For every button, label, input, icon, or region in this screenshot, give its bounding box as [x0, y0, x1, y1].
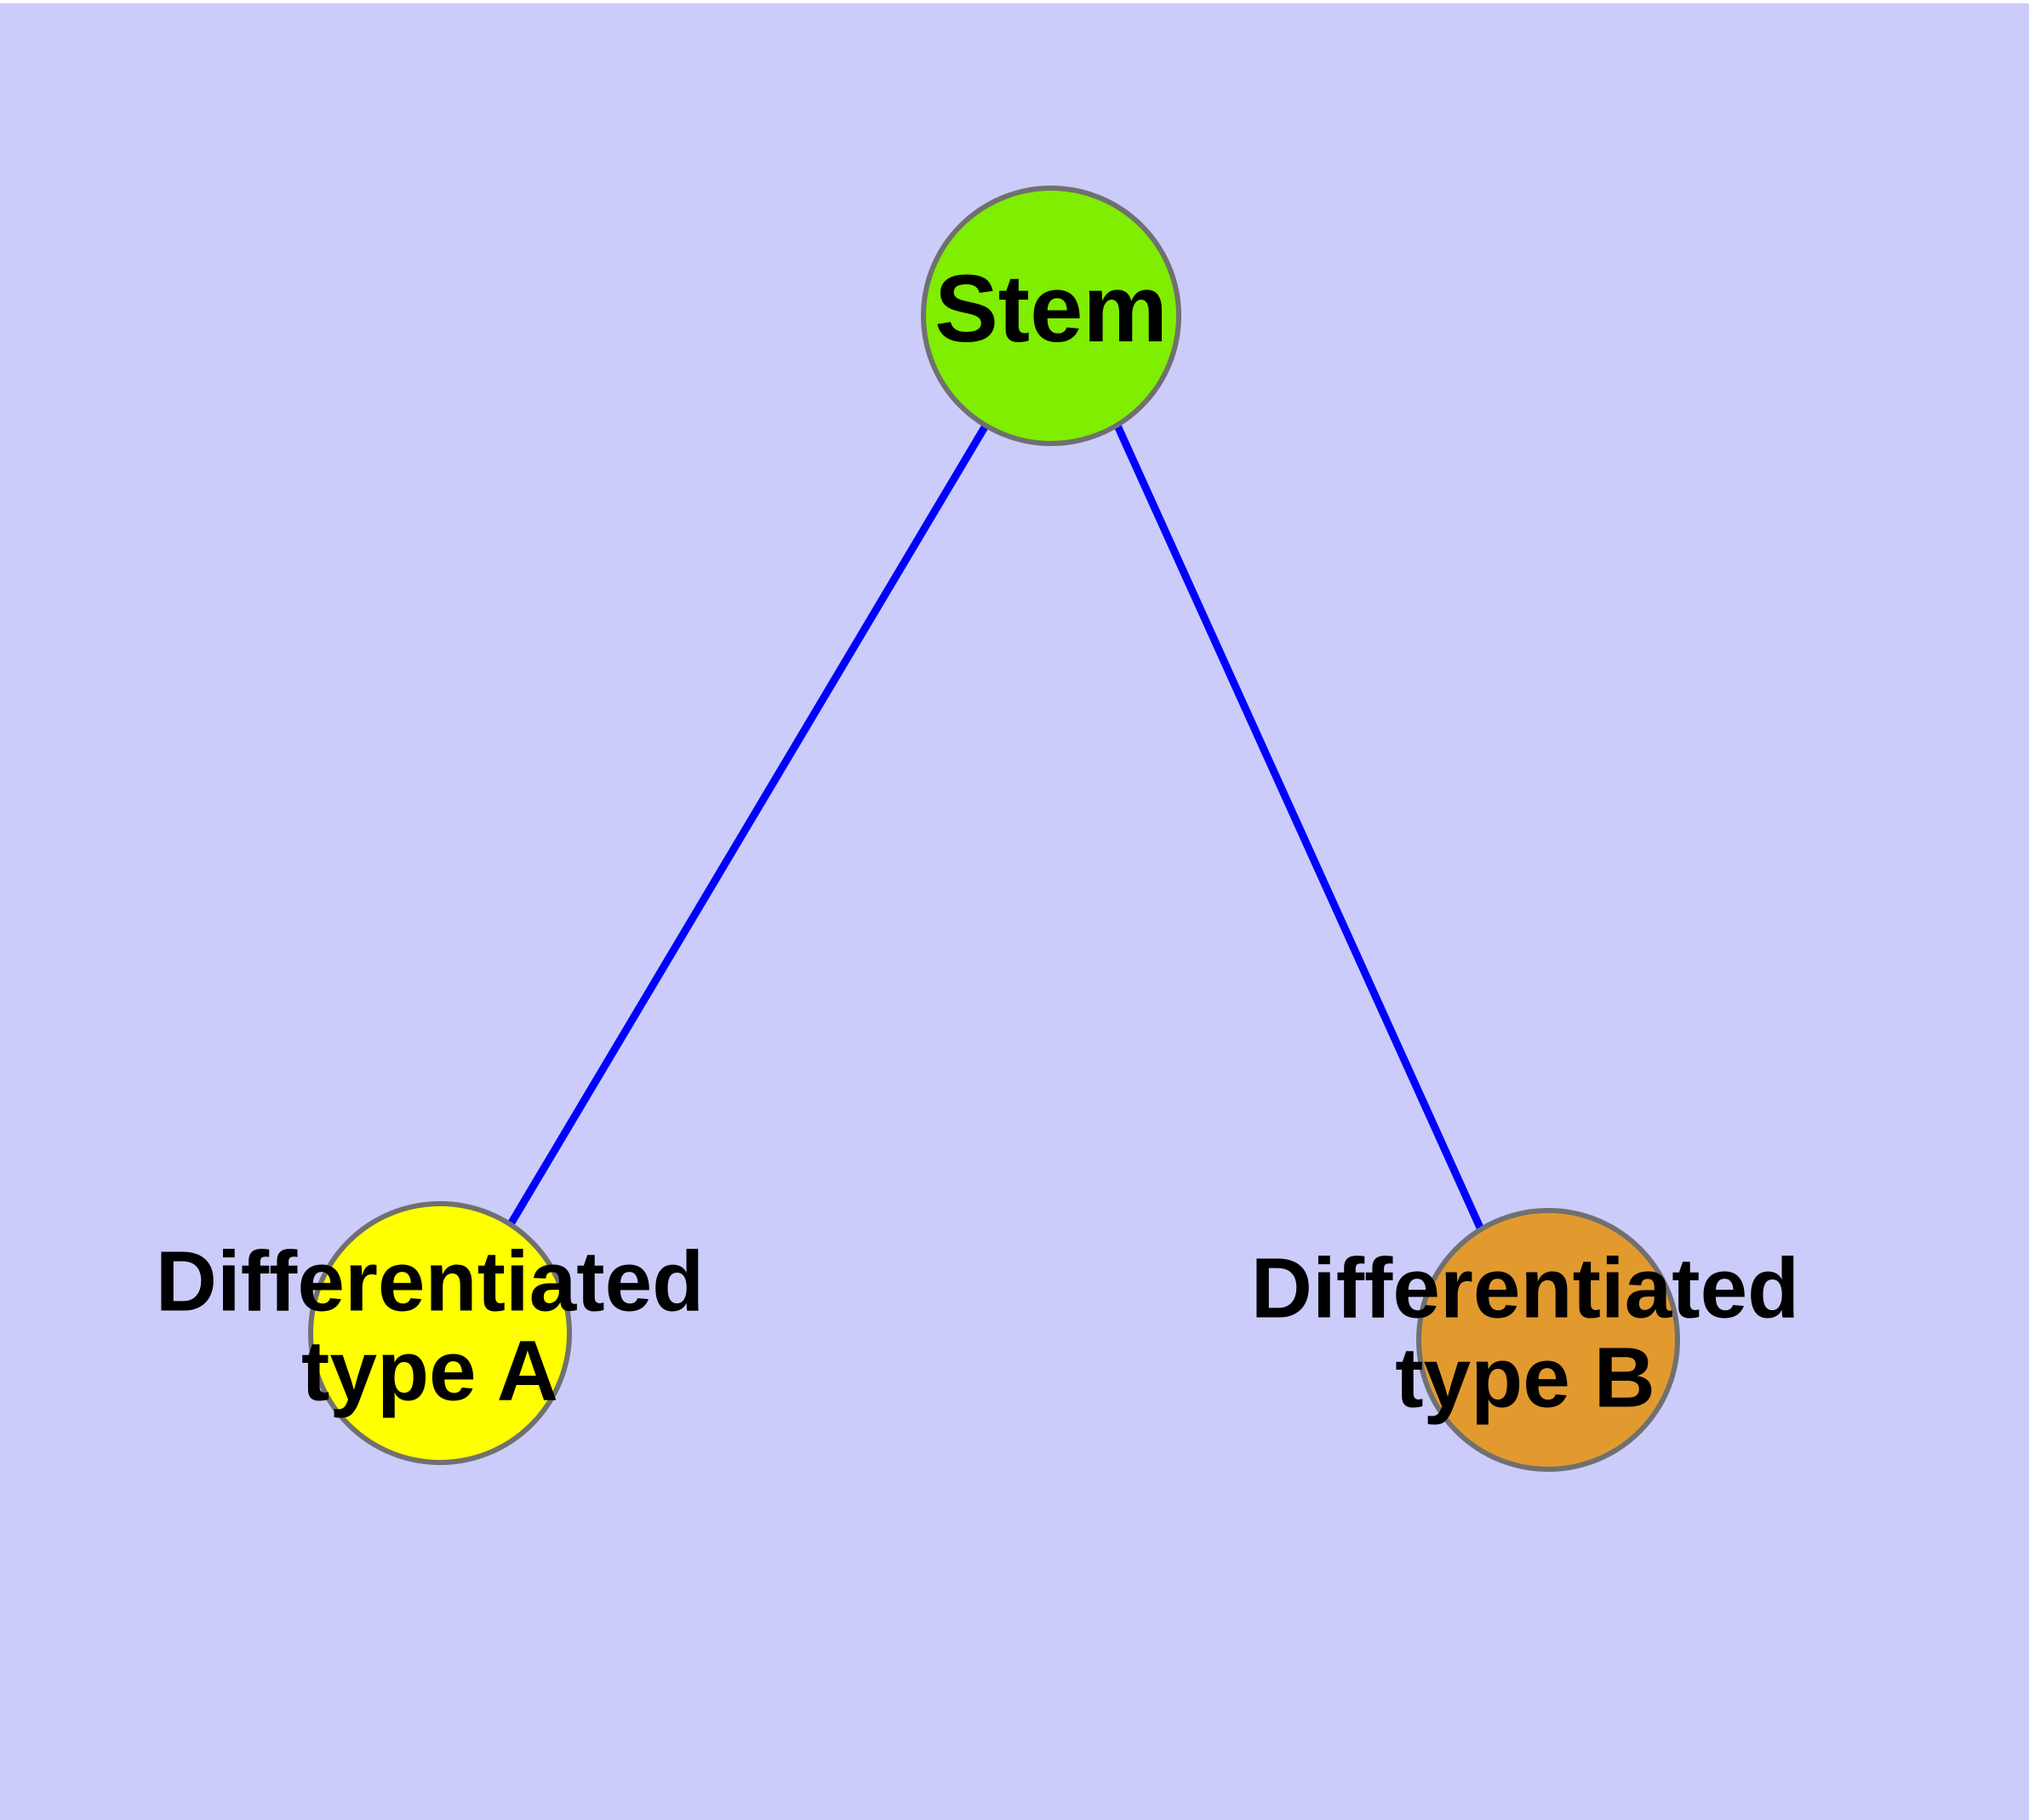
node-differentiated-type-b-circle[interactable]	[1416, 1208, 1680, 1472]
node-differentiated-type-a[interactable]	[308, 1201, 572, 1465]
node-stem-circle[interactable]	[921, 186, 1181, 446]
node-group	[308, 186, 1680, 1472]
edge-stem-to-differentiated-type-b[interactable]	[1113, 424, 1484, 1229]
node-stem-label: Stem	[934, 255, 1168, 362]
node-stem[interactable]	[921, 186, 1181, 446]
edge-group	[507, 423, 1484, 1229]
node-differentiated-type-a-circle[interactable]	[308, 1201, 572, 1465]
node-differentiated-type-b[interactable]	[1416, 1208, 1680, 1472]
edge-stem-to-differentiated-type-a[interactable]	[507, 423, 989, 1227]
